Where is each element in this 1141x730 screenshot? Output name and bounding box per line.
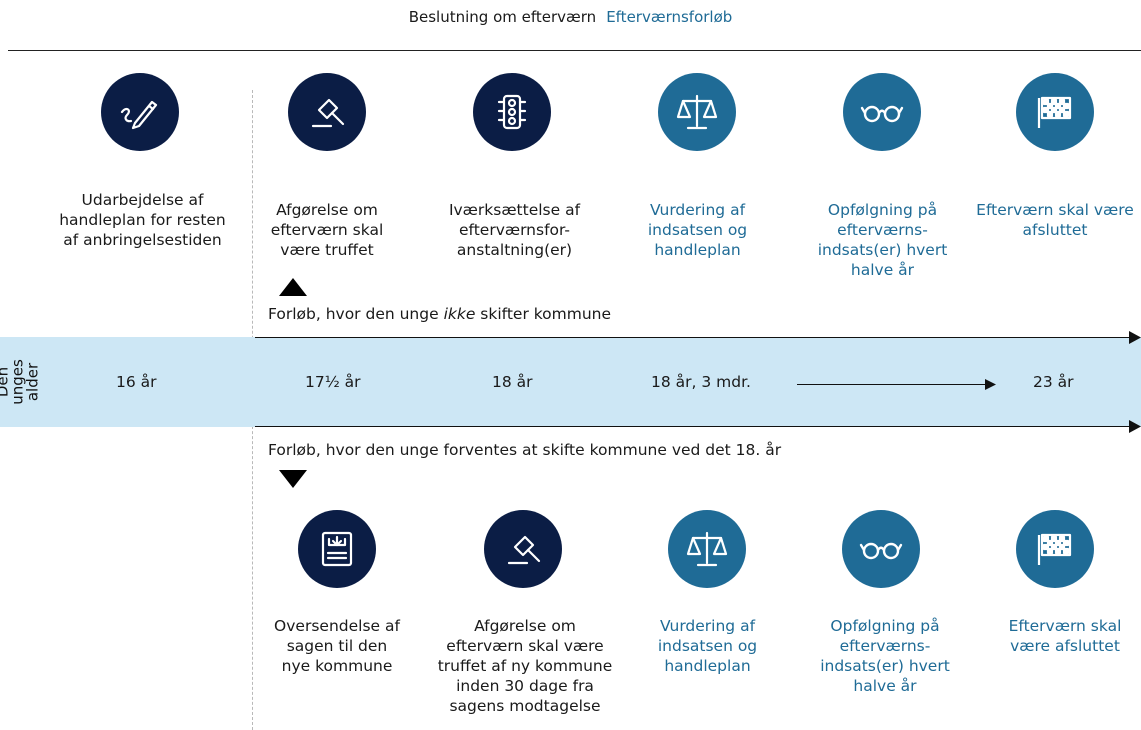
top-divider xyxy=(8,50,1141,51)
age-23: 23 år xyxy=(1033,373,1074,391)
age-18-3m: 18 år, 3 mdr. xyxy=(651,373,751,391)
top-label-handleplan: Udarbejdelse af handleplan for resten af… xyxy=(59,191,226,249)
gavel-icon xyxy=(484,510,562,588)
path-same-emphasis: ikke xyxy=(443,305,476,323)
glasses-icon xyxy=(842,510,920,588)
down-triangle-marker xyxy=(279,470,307,488)
finish-flag-icon xyxy=(1016,510,1094,588)
legend: Beslutning om efterværn Efterværnsforløb xyxy=(0,8,1141,26)
glasses-icon xyxy=(843,73,921,151)
top-label-followup: Opfølgning på efterværns-indsats(er) hve… xyxy=(817,201,948,279)
bottom-label-end: Efterværn skal være afsluttet xyxy=(1008,617,1122,655)
age-17-5: 17½ år xyxy=(305,373,361,391)
age-range-arrow xyxy=(797,384,987,385)
top-label-implementation: Iværksættelse af efterværnsfor-anstaltni… xyxy=(448,201,581,259)
finish-flag-icon xyxy=(1016,73,1094,151)
age-18: 18 år xyxy=(492,373,533,391)
path-arrow-bottom xyxy=(255,426,1131,427)
traffic-light-icon xyxy=(473,73,551,151)
legend-decision: Beslutning om efterværn xyxy=(408,8,597,26)
pen-icon xyxy=(101,73,179,151)
path-same-text-a: Forløb, hvor den unge xyxy=(268,305,444,323)
scales-icon xyxy=(658,73,736,151)
bottom-label-decision: Afgørelse om efterværn skal være truffet… xyxy=(437,617,613,715)
age-range-arrow-head xyxy=(985,379,996,390)
age-16: 16 år xyxy=(116,373,157,391)
age-band xyxy=(0,337,1141,427)
path-new-municipality: Forløb, hvor den unge forventes at skift… xyxy=(268,441,782,459)
path-arrow-top xyxy=(255,337,1131,338)
bottom-label-transfer: Oversendelse af sagen til den nye kommun… xyxy=(274,617,400,675)
path-arrow-bottom-head xyxy=(1129,420,1141,433)
age-axis-text: Den unges alder xyxy=(0,359,42,405)
top-label-end: Efterværn skal være afsluttet xyxy=(976,201,1134,239)
up-triangle-marker xyxy=(279,278,307,296)
path-same-text-b: skifter kommune xyxy=(475,305,612,323)
age-axis-label: Den unges alder xyxy=(0,342,42,422)
path-same-municipality: Forløb, hvor den unge ikke skifter kommu… xyxy=(268,305,611,323)
top-label-assessment: Vurdering af indsatsen og handleplan xyxy=(647,201,748,259)
gavel-icon xyxy=(288,73,366,151)
bottom-label-followup: Opfølgning på efterværns-indsats(er) hve… xyxy=(820,617,950,695)
top-label-decision: Afgørelse om efterværn skal være truffet xyxy=(270,201,384,259)
document-download-icon xyxy=(298,510,376,588)
path-arrow-top-head xyxy=(1129,331,1141,344)
legend-course: Efterværnsforløb xyxy=(606,8,733,26)
scales-icon xyxy=(668,510,746,588)
bottom-label-assessment: Vurdering af indsatsen og handleplan xyxy=(657,617,758,675)
